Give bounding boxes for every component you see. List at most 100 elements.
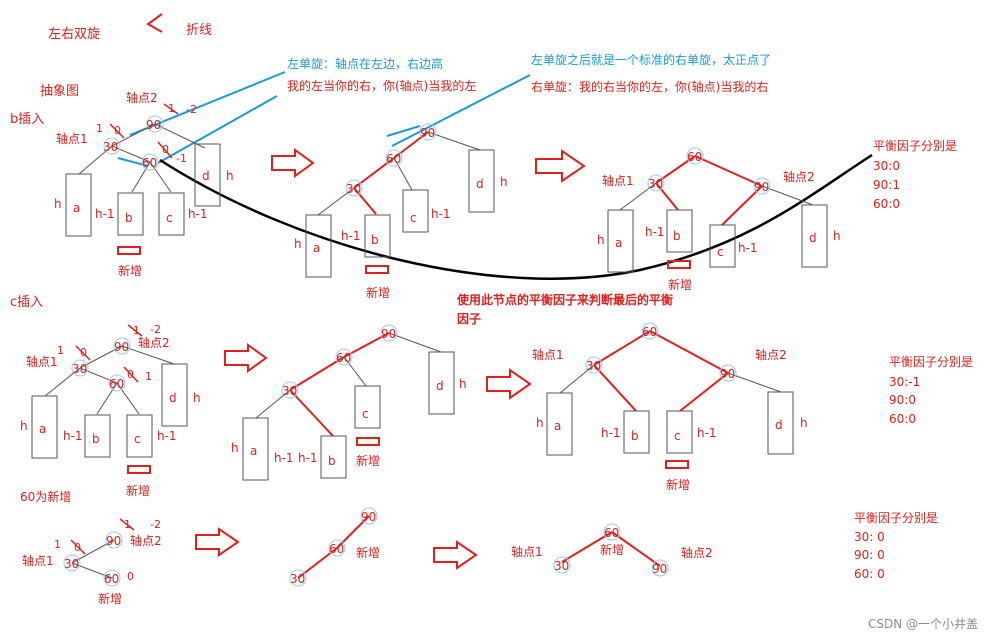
label-new: 新增 (356, 453, 380, 468)
result-line: 60:0 (889, 412, 916, 426)
watermark: CSDN @一个小井盖 (868, 617, 978, 631)
factor-one: 1 (133, 324, 140, 337)
node-30: 30 (103, 140, 118, 154)
label-h1: h-1 (341, 229, 361, 243)
factor-zero: 0 (127, 570, 134, 583)
row2-tree2: 90 60 30 a h h-1 b h-1 c 新增 d h (231, 324, 467, 481)
label-h: h (294, 237, 302, 251)
label-h: h (231, 441, 239, 455)
label-new: 新增 (118, 263, 142, 278)
label-h1: h-1 (697, 426, 717, 440)
annotation-left-rotation-rule: 我的左当你的右，你(轴点)当我的左 (287, 78, 476, 93)
label-h1: h-1 (274, 451, 294, 465)
subtree-a: a (615, 236, 622, 250)
subtree-b: b (371, 233, 379, 247)
label-new: 新增 (356, 545, 380, 560)
row3-tree1: 90 30 60 轴点2 轴点1 1 0 1 -2 0 新增 (22, 518, 162, 606)
node-30: 30 (586, 359, 601, 373)
subtree-c: c (166, 211, 173, 225)
subtree-d: d (169, 391, 177, 405)
result-line: 90: 0 (854, 548, 885, 562)
subtree-a: a (39, 422, 46, 436)
annotation-use-factor-line1: 使用此节点的平衡因子来判断最后的平衡 (456, 292, 673, 307)
subtree-d: d (775, 418, 783, 432)
label-b-insert: b插入 (10, 112, 44, 127)
label-pivot1: 轴点1 (511, 544, 543, 559)
result-section-3: 平衡因子分别是 30: 0 90: 0 60: 0 (854, 511, 938, 581)
subtree-a: a (313, 241, 320, 255)
label-pivot1: 轴点1 (22, 553, 54, 568)
label-pivot1: 轴点1 (602, 173, 634, 188)
node-60: 60 (104, 572, 119, 586)
label-pivot1: 轴点1 (56, 131, 88, 146)
subtree-c: c (674, 429, 681, 443)
label-pivot2: 轴点2 (126, 90, 158, 105)
subtree-d: d (809, 231, 817, 245)
label-h: h (833, 229, 841, 243)
node-90: 90 (652, 562, 667, 576)
label-new: 新增 (126, 483, 150, 498)
node-60: 60 (642, 325, 657, 339)
label-h: h (226, 169, 234, 183)
subtree-c: c (134, 432, 141, 446)
row1-tree2: 90 60 30 a h b h-1 c h-1 d h 新增 (294, 123, 508, 300)
node-30: 30 (346, 182, 361, 196)
arrow-r1-2 (535, 149, 586, 183)
node-60: 60 (329, 542, 344, 556)
row1-tree3: 60 30 90 轴点1 轴点2 a h b h-1 c h-1 d h 新增 (597, 147, 841, 292)
blue-pointer-line-4 (386, 125, 421, 137)
node-90: 90 (146, 118, 161, 132)
node-90: 90 (754, 180, 769, 194)
label-c-insert: c插入 (10, 295, 43, 310)
label-h1: h-1 (157, 429, 177, 443)
label-h: h (193, 391, 201, 405)
label-h1: h-1 (63, 429, 83, 443)
factor-one: 1 (96, 122, 103, 135)
label-h1: h-1 (95, 207, 115, 221)
subtree-b: b (328, 454, 336, 468)
label-h1: h-1 (738, 241, 758, 255)
node-30: 30 (282, 384, 297, 398)
result-section-2: 平衡因子分别是 30:-1 90:0 60:0 (889, 355, 973, 426)
result-title: 平衡因子分别是 (889, 355, 973, 369)
row3-tree2: 90 60 30 新增 (289, 507, 380, 587)
arrow-r2-1 (224, 343, 268, 373)
node-90: 90 (106, 534, 121, 548)
subtree-a: a (250, 444, 257, 458)
subtree-a: a (554, 419, 561, 433)
node-60: 60 (142, 156, 157, 170)
node-90: 90 (420, 126, 435, 140)
row2-tree1: 90 30 60 轴点2 轴点1 1 0 1 -2 0 1 a h b h-1 … (20, 323, 201, 498)
node-90: 90 (114, 340, 129, 354)
node-30: 30 (648, 177, 663, 191)
label-pivot2: 轴点2 (755, 347, 787, 362)
label-new: 新增 (668, 277, 692, 292)
result-line: 30:0 (873, 159, 900, 173)
row1-tree1: 90 30 60 轴点2 轴点1 1 0 1 -2 0 -1 a h b h-1… (54, 90, 234, 278)
node-90: 90 (361, 510, 376, 524)
annotation-right-rotation-rule: 右单旋：我的右当你的左，你(轴点)当我的右 (531, 79, 768, 94)
subtree-c: c (717, 245, 724, 259)
label-abstract: 抽象图 (40, 84, 79, 99)
result-line: 30:-1 (889, 375, 920, 389)
node-30: 30 (554, 559, 569, 573)
label-sixty-new: 60为新增 (20, 489, 71, 504)
label-pivot2: 轴点2 (130, 533, 162, 548)
node-90: 90 (720, 367, 735, 381)
label-h: h (54, 197, 62, 211)
row3-tree3: 60 30 90 新增 轴点1 轴点2 (511, 523, 713, 577)
label-h: h (500, 175, 508, 189)
annotation-after-left: 左单旋之后就是一个标准的右单旋，太正点了 (531, 52, 771, 67)
arrow-r1-1 (271, 148, 315, 178)
result-line: 60:0 (873, 197, 900, 211)
subtree-b: b (631, 429, 639, 443)
label-h1: h-1 (431, 207, 451, 221)
factor-one: 1 (54, 538, 61, 551)
label-pivot2: 轴点2 (681, 545, 713, 560)
node-60: 60 (109, 377, 124, 391)
label-pivot2: 轴点2 (783, 169, 815, 184)
arrow-r3-2 (433, 540, 478, 570)
label-h1: h-1 (298, 451, 318, 465)
factor-one: 1 (145, 370, 152, 383)
blue-under-60 (117, 157, 149, 167)
